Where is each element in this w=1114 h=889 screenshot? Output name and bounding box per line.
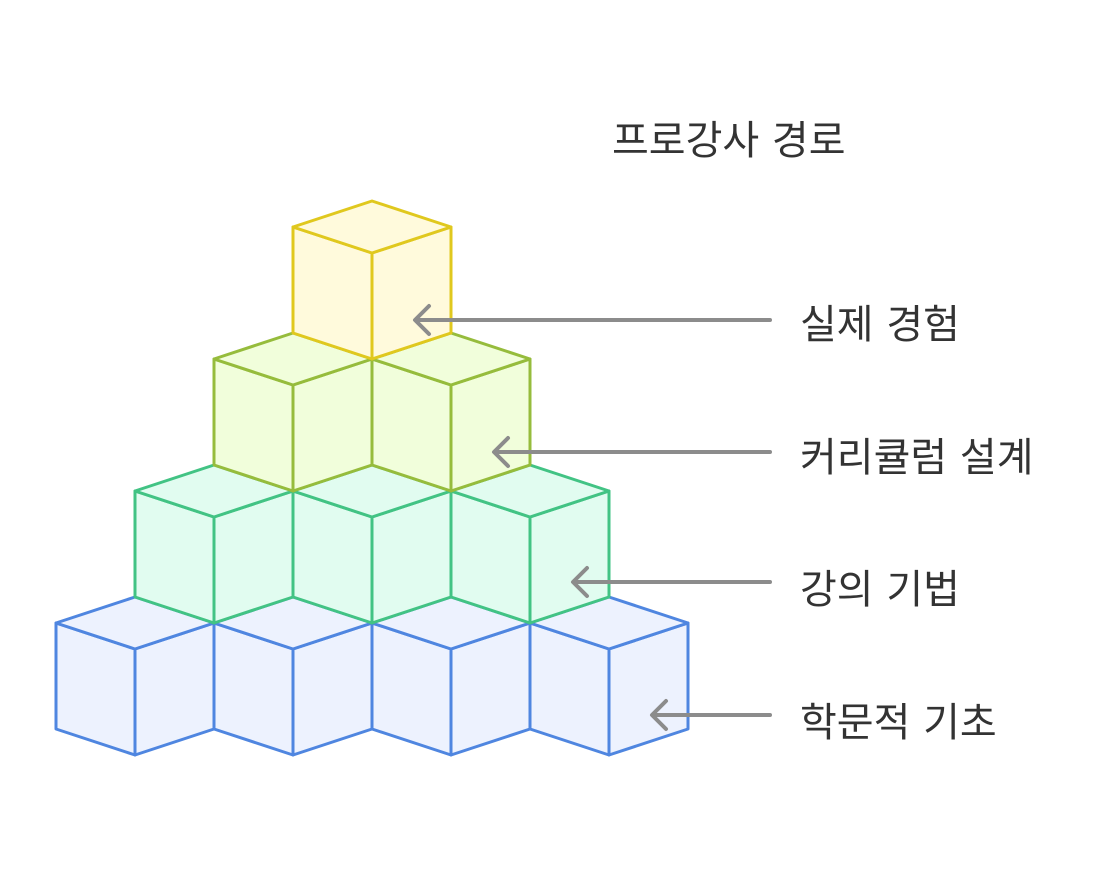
level-label-curriculum-design: 커리큘럼 설계 bbox=[800, 435, 1034, 481]
cube-level-3-0 bbox=[54, 595, 216, 757]
level-label-practical-experience: 실제 경험 bbox=[800, 302, 960, 348]
cube-top-face bbox=[291, 199, 453, 255]
arrow-level-3 bbox=[650, 699, 772, 731]
cube-level-3-1 bbox=[212, 595, 374, 757]
arrow-level-2 bbox=[571, 566, 772, 598]
cube-level-1-0 bbox=[212, 331, 374, 493]
arrow-head-icon bbox=[571, 566, 589, 598]
cube-level-3-3 bbox=[528, 595, 690, 757]
cube-level-1-1 bbox=[370, 331, 532, 493]
label-arrows bbox=[413, 304, 772, 731]
cube-level-2-2 bbox=[449, 463, 611, 625]
cube-level-2-1 bbox=[291, 463, 453, 625]
arrow-level-0 bbox=[413, 304, 772, 336]
cube-level-0-0 bbox=[291, 199, 453, 361]
cube-level-2-0 bbox=[133, 463, 295, 625]
arrow-head-icon bbox=[413, 304, 431, 336]
level-label-academic-foundation: 학문적 기초 bbox=[800, 700, 997, 746]
diagram-title: 프로강사 경로 bbox=[612, 118, 846, 164]
arrow-head-icon bbox=[492, 436, 510, 468]
arrow-head-icon bbox=[650, 699, 668, 731]
cube-level-3-2 bbox=[370, 595, 532, 757]
cube-pyramid bbox=[54, 199, 690, 757]
arrow-level-1 bbox=[492, 436, 772, 468]
level-label-teaching-techniques: 강의 기법 bbox=[800, 567, 960, 613]
